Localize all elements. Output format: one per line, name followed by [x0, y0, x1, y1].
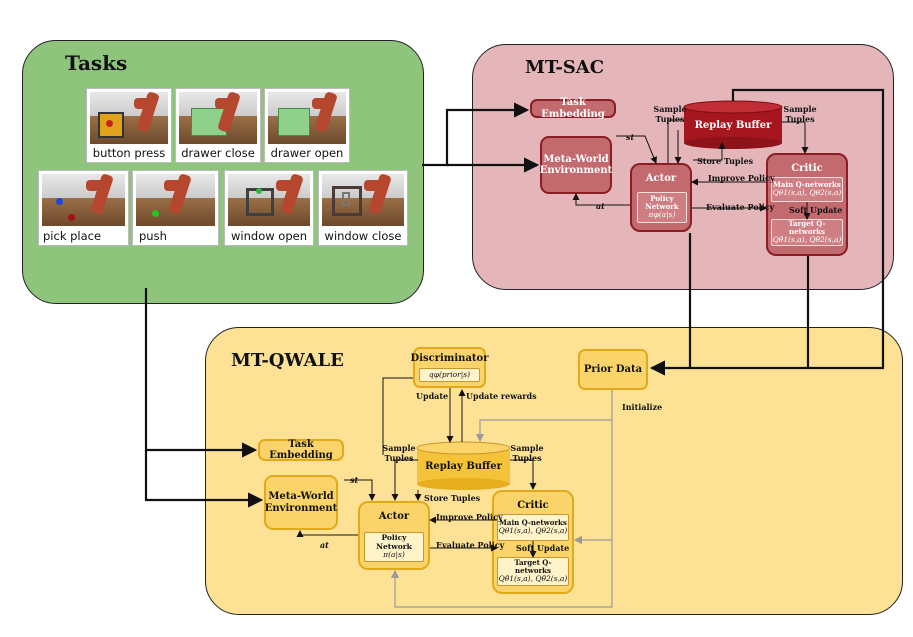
sac-actor-label: Actor: [645, 173, 677, 184]
task-pick-place: pick place: [38, 170, 129, 246]
sac-policy-network: Policy Network πφ(a|s): [637, 192, 687, 223]
task-window-open: window open: [224, 170, 314, 246]
task-label: button press: [92, 146, 166, 160]
qwale-edge-improve: Improve Policy: [436, 512, 503, 522]
task-drawer-close: drawer close: [175, 88, 261, 163]
qwale-edge-sample-left: Sample Tuples: [382, 443, 416, 463]
task-label: drawer open: [270, 146, 344, 160]
sac-edge-action: at: [596, 201, 605, 211]
task-button-press: button press: [86, 88, 172, 163]
sac-edge-sample-left: Sample Tuples: [653, 104, 687, 124]
task-push: push: [132, 170, 219, 246]
qwale-edge-evaluate: Evaluate Policy: [436, 540, 505, 550]
qwale-title: MT-QWALE: [231, 350, 344, 371]
task-label: push: [139, 229, 167, 243]
task-label: pick place: [43, 229, 102, 243]
qwale-edge-update-rewards: Update rewards: [466, 391, 537, 401]
sac-edge-sample-right: Sample Tuples: [783, 104, 817, 124]
tasks-title: Tasks: [65, 51, 128, 75]
qwale-edge-sample-right: Sample Tuples: [510, 443, 544, 463]
sac-policy-network-label: Policy Network: [645, 194, 679, 212]
sac-edge-soft-update: Soft Update: [789, 205, 843, 215]
sac-edge-evaluate: Evaluate Policy: [706, 202, 775, 212]
sac-edge-state: st: [626, 132, 635, 142]
qwale-environment: Meta-World Environment: [264, 475, 338, 530]
sac-main-q: Main Q-networks Qθ1(s,a), Qθ2(s,a): [771, 177, 843, 202]
qwale-policy-network-label: Policy Network: [376, 533, 412, 551]
task-drawer-open: drawer open: [264, 88, 350, 163]
qwale-main-q-label: Main Q-networks: [499, 518, 567, 528]
task-label: drawer close: [181, 146, 255, 160]
qwale-replay-buffer-label: Replay Buffer: [425, 461, 502, 473]
sac-target-q-formula: Qθ̄1(s,a), Qθ̄2(s,a): [772, 235, 842, 245]
task-label: window close: [324, 229, 402, 243]
sac-critic-label: Critic: [791, 163, 823, 174]
sac-edge-improve: Improve Policy: [708, 173, 775, 183]
qwale-disc-formula: qφ(prior|s): [428, 369, 471, 379]
qwale-target-q: Target Q-networks Qθ̄1(s,a), Qθ̄2(s,a): [497, 557, 569, 586]
qwale-edge-update: Update: [416, 391, 449, 401]
qwale-edge-soft-update: Soft Update: [516, 543, 570, 553]
qwale-main-q-formula: Qθ1(s,a), Qθ2(s,a): [498, 526, 568, 536]
sac-policy-formula: πφ(a|s): [648, 210, 676, 220]
qwale-discriminator-label: Discriminator: [410, 353, 489, 364]
qwale-target-q-formula: Qθ̄1(s,a), Qθ̄2(s,a): [498, 574, 568, 584]
qwale-prior-data: Prior Data: [578, 349, 648, 390]
sac-target-q: Target Q-networks Qθ̄1(s,a), Qθ̄2(s,a): [771, 219, 843, 246]
sac-environment: Meta-World Environment: [540, 136, 612, 194]
qwale-disc-formula-box: qφ(prior|s): [419, 368, 480, 382]
sac-target-q-label: Target Q-networks: [788, 219, 826, 237]
sac-replay-buffer-label: Replay Buffer: [694, 120, 772, 132]
task-label: window open: [231, 229, 307, 243]
qwale-task-embedding: Task Embedding: [258, 439, 344, 461]
qwale-policy-network: Policy Network π(a|s): [364, 532, 424, 562]
qwale-policy-formula: π(a|s): [383, 550, 405, 560]
qwale-edge-state: st: [350, 475, 359, 485]
qwale-target-q-label: Target Q-networks: [514, 558, 552, 576]
task-window-close: window close: [318, 170, 408, 246]
qwale-edge-store: Store Tuples: [424, 493, 481, 503]
sac-main-q-formula: Qθ1(s,a), Qθ2(s,a): [772, 188, 842, 198]
mtsac-title: MT-SAC: [525, 57, 605, 78]
qwale-main-q: Main Q-networks Qθ1(s,a), Qθ2(s,a): [497, 514, 569, 541]
qwale-critic-label: Critic: [517, 500, 549, 511]
qwale-edge-action: at: [320, 540, 329, 550]
qwale-actor-label: Actor: [378, 511, 410, 522]
qwale-edge-initialize: Initialize: [622, 402, 663, 412]
sac-task-embedding: Task Embedding: [530, 97, 616, 120]
sac-edge-store: Store Tuples: [697, 156, 754, 166]
